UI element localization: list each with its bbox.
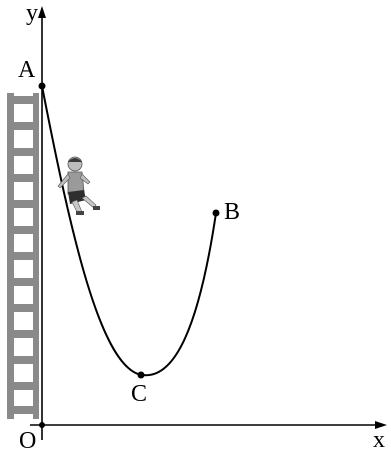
point-a-label: A — [18, 57, 36, 83]
ladder-icon — [7, 93, 39, 419]
y-axis-label: y — [26, 0, 38, 26]
axes — [30, 12, 380, 440]
point-c — [137, 371, 145, 379]
x-axis-label: x — [373, 427, 385, 453]
child-sliding-icon — [57, 156, 100, 215]
origin-label: O — [19, 428, 36, 454]
slide-curve — [41, 85, 217, 377]
point-c-label: C — [131, 381, 147, 407]
point-b — [212, 209, 220, 217]
y-axis-arrow-icon — [38, 6, 46, 18]
point-a — [38, 82, 46, 90]
origin-point — [39, 422, 45, 428]
x-axis-arrow-icon — [375, 421, 387, 429]
point-b-label: B — [224, 199, 240, 225]
